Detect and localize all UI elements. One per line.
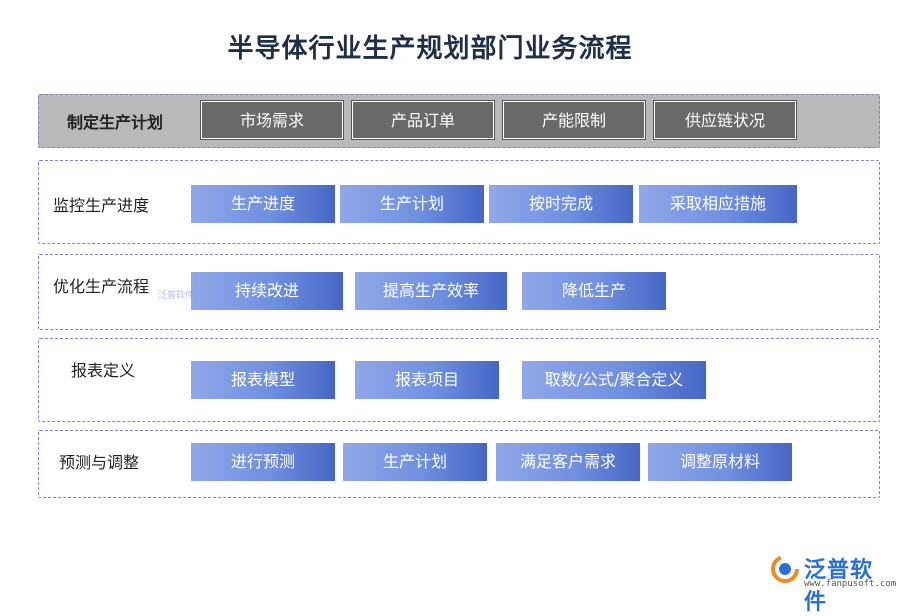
step-box: 生产计划 [343,443,487,481]
step-box: 供应链状况 [653,100,797,140]
step-box: 生产进度 [191,185,335,223]
section-label: 预测与调整 [59,453,140,472]
logo-url: www.fanpusoft.com [804,579,897,589]
step-box: 满足客户需求 [496,443,640,481]
step-box: 持续改进 [191,272,343,310]
brand-logo: 泛普软件 www.fanpusoft.com [770,552,896,615]
section-label: 报表定义 [71,361,136,380]
step-box: 采取相应措施 [639,185,797,223]
section-label: 优化生产流程 [53,277,150,296]
step-box: 报表项目 [355,361,499,399]
section-label: 监控生产进度 [53,196,150,215]
section-label: 制定生产计划 [67,113,164,132]
section-monitor-progress: 监控生产进度 生产进度 生产计划 按时完成 采取相应措施 [38,160,880,244]
watermark: 泛普软件 [158,291,195,301]
step-box: 调整原材料 [648,443,792,481]
diagram-title: 半导体行业生产规划部门业务流程 [227,34,633,64]
step-box: 提高生产效率 [355,272,507,310]
section-forecast-adjust: 预测与调整 进行预测 生产计划 满足客户需求 调整原材料 [38,430,880,498]
step-box: 按时完成 [489,185,633,223]
step-box: 产能限制 [502,100,646,140]
section-optimize-process: 优化生产流程 持续改进 提高生产效率 降低生产 [38,254,880,330]
step-box: 报表模型 [191,361,335,399]
step-box: 产品订单 [351,100,495,140]
fanpu-logo-icon [771,555,799,583]
step-box: 进行预测 [191,443,335,481]
step-box: 降低生产 [522,272,666,310]
section-make-plan: 制定生产计划 市场需求 产品订单 产能限制 供应链状况 [38,94,880,148]
section-report-definition: 报表定义 报表模型 报表项目 取数/公式/聚合定义 [38,338,880,422]
step-box: 市场需求 [200,100,344,140]
step-box: 生产计划 [340,185,484,223]
step-box: 取数/公式/聚合定义 [522,361,706,399]
